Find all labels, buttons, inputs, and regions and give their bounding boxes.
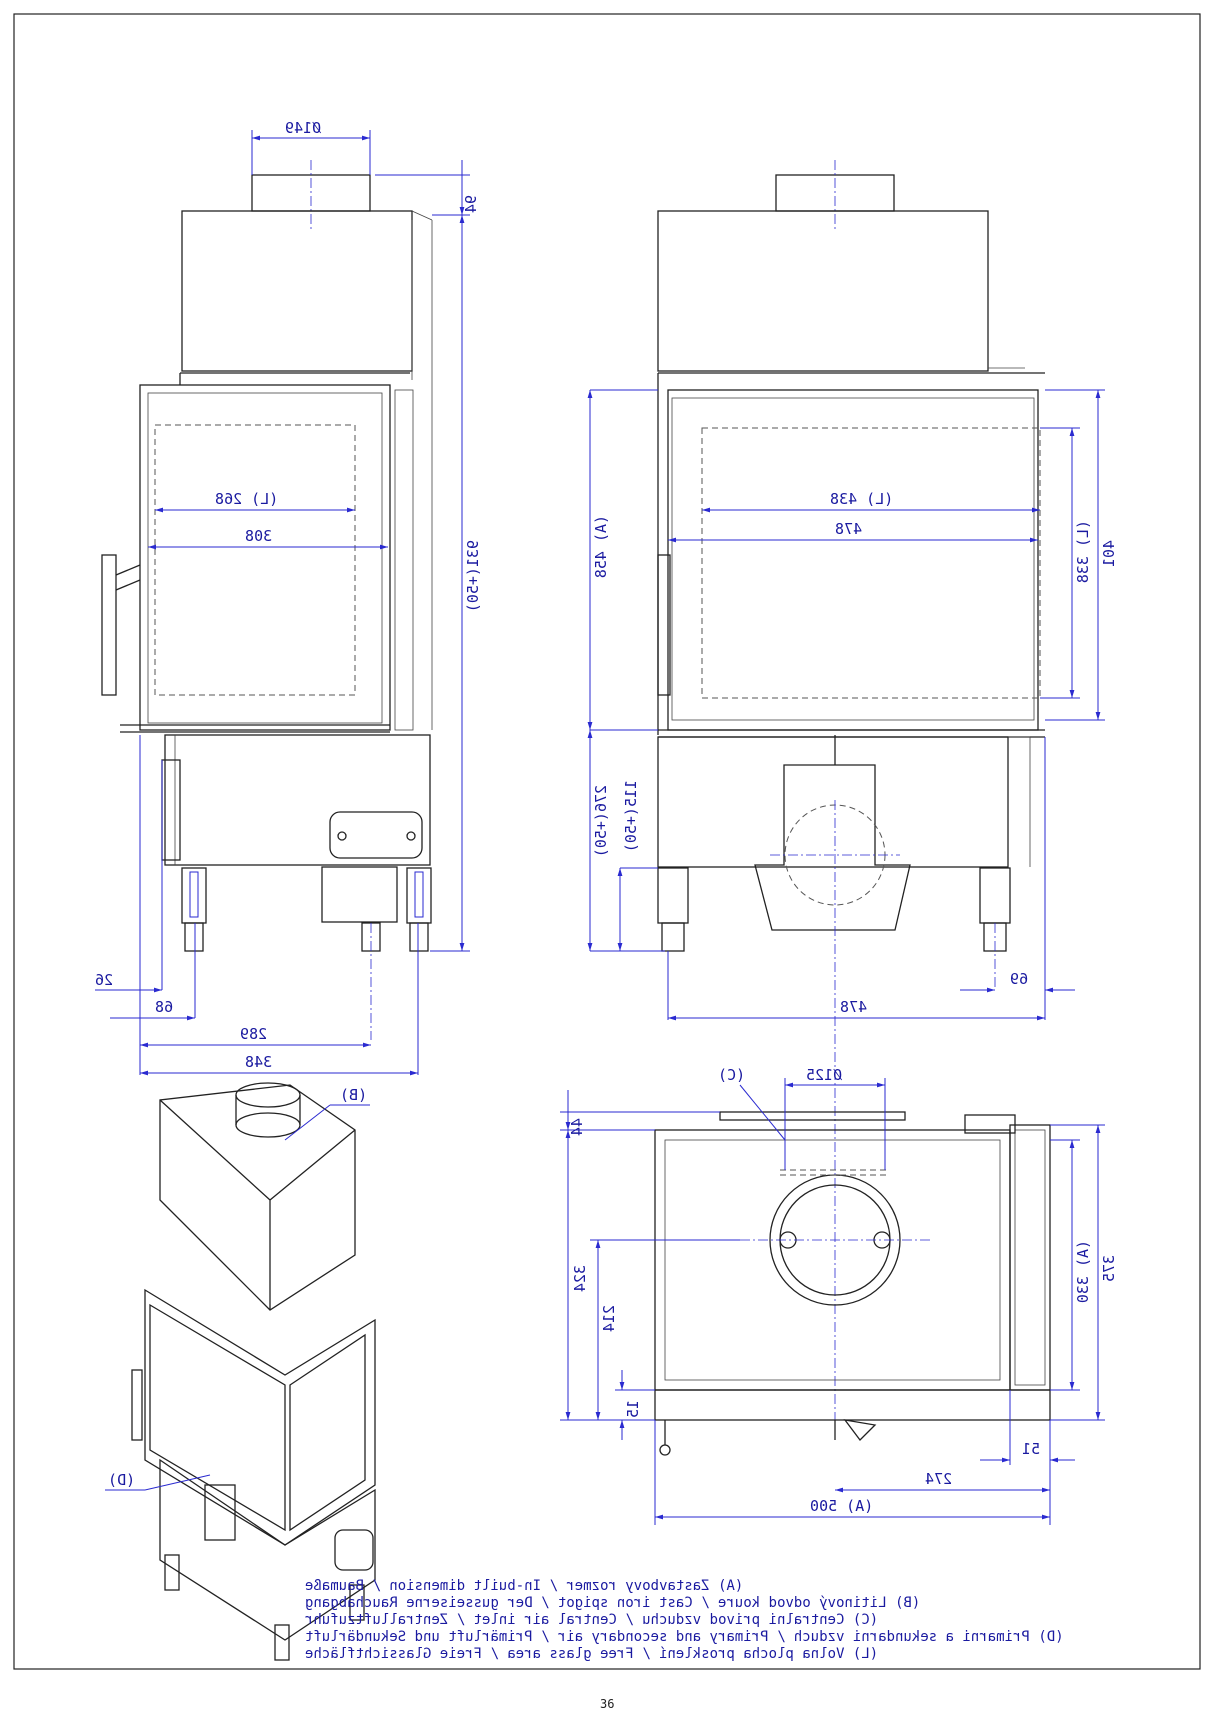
plan-324-label: 324 [571,1265,589,1292]
plan-51-label: 51 [1022,1440,1040,1458]
iso-door-handle [131,1369,143,1441]
plan-right-total-label: 375 [1100,1255,1118,1282]
side-view: Ø149 94 931(+50) (L) 268 308 26 68 289 3… [95,119,482,1076]
front-right-L-label: (L) 338 [1074,520,1092,583]
footer-mark: 36 [600,1697,614,1711]
isometric-view: (B) (D) [105,1082,376,1661]
drawing-frame [13,13,1201,1670]
plan-44-label: 44 [568,1118,586,1136]
front-firebox [667,389,1039,731]
legend-line-C: (C) Centralni privod vzduchu / Central a… [305,1612,878,1628]
front-upper-housing [657,210,989,372]
front-glass-area [701,427,1041,699]
iso-D-label: (D) [108,1471,135,1489]
side-top-diameter-label: Ø149 [285,119,321,137]
front-bottom-69-label: 69 [1010,970,1028,988]
side-glass-width-label: 308 [245,527,272,545]
plan-274-label: 274 [925,1470,952,1488]
side-firebox [139,384,391,731]
plan-diameter-label: Ø125 [806,1066,842,1084]
plan-top-plate [719,1111,906,1121]
front-height-A-label: (A) 458 [592,515,610,578]
plan-main-body [654,1129,1011,1391]
iso-lower-base [159,1458,376,1641]
legend-line-D: (D) Primarni a sekundarni vzduch / Prima… [305,1629,1064,1645]
side-glass-area [154,424,356,696]
plan-right-A-label: (A) 330 [1074,1240,1092,1303]
front-lower-b-label: 115(+50) [622,780,640,852]
front-air-duct [754,764,911,931]
front-door-handle [657,554,671,696]
front-leg-right [979,867,1011,924]
side-offset-26-label: 26 [95,971,113,989]
front-view: (A) 458 276(+50) 115(+50) (L) 438 478 (L… [587,160,1118,1440]
side-top-offset-label: 94 [462,195,480,213]
plan-front-strip [654,1389,1051,1421]
side-glass-width-L-label: (L) 268 [215,490,278,508]
side-door-handle [101,554,117,696]
legend-line-L: (L) Volna plocha prosklení / Free glass … [305,1646,878,1662]
side-289-label: 289 [240,1025,267,1043]
front-glass-width-L-label: (L) 438 [830,490,893,508]
plan-width-A-label: (A) 500 [810,1497,873,1515]
side-total-height-label: 931(+50) [464,540,482,612]
side-offset-68-label: 68 [155,998,173,1016]
iso-upper-housing [159,1084,356,1311]
side-air-inlet-plate [329,811,423,859]
plan-view: Ø125 (C) 44 324 214 15 (A) 330 375 51 27… [560,1066,1118,1525]
plan-side-panel [1009,1124,1051,1391]
front-right-total-label: 401 [1100,540,1118,567]
plan-15-label: 15 [624,1400,642,1418]
front-leg-left [657,867,689,924]
side-lower-base [164,734,431,866]
legend-line-B: (B) Litinový odvod koure / Cast iron spi… [305,1595,920,1611]
iso-B-label: (B) [340,1086,367,1104]
front-lower-a-label: 276(+50) [592,785,610,857]
legend-line-A: (A) Zastavbovy rozmer / In-built dimensi… [305,1578,743,1594]
side-leg-left [181,867,207,924]
legend: (A) Zastavbovy rozmer / In-built dimensi… [305,1578,1064,1662]
front-lower-base [657,736,1009,868]
side-leg-right [406,867,432,924]
plan-top-C-label: (C) [718,1066,745,1084]
side-central-duct [321,866,398,923]
iso-firebox [144,1288,376,1546]
side-348-label: 348 [245,1053,272,1071]
plan-214-label: 214 [600,1305,618,1332]
front-glass-width-label: 478 [835,520,862,538]
side-upper-housing [181,210,413,372]
iso-flue-spigot [235,1082,301,1108]
front-bottom-478-label: 478 [840,998,867,1016]
